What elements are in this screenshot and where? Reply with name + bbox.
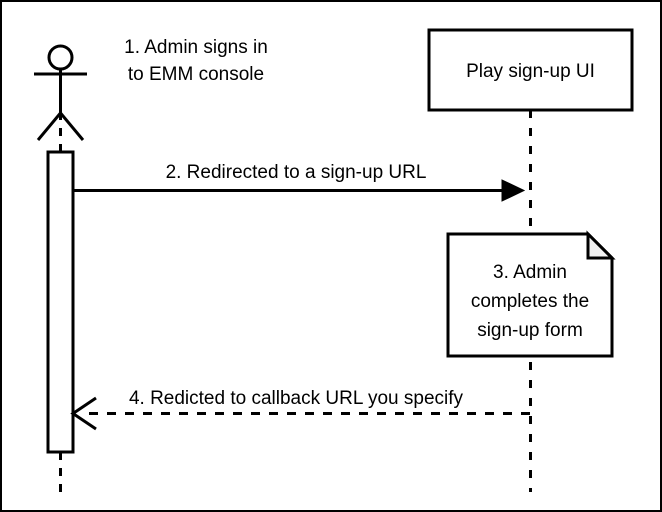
note-admin-completes-form[interactable]: 3. Admin completes the sign-up form bbox=[446, 230, 616, 358]
activation-bar-admin bbox=[46, 150, 75, 454]
participant-box-rect bbox=[427, 28, 634, 112]
note-body-shape bbox=[446, 232, 614, 358]
message-4-label: 4. Redicted to callback URL you specify bbox=[129, 388, 464, 409]
message-2-arrowhead-icon bbox=[501, 179, 526, 202]
note-line-2: completes the bbox=[471, 291, 589, 312]
note-line-3: sign-up form bbox=[477, 320, 583, 341]
note-fold-corner-icon bbox=[586, 230, 616, 260]
participant-box-play-signup-ui[interactable]: Play sign-up UI bbox=[427, 28, 634, 112]
step1-label-line2: to EMM console bbox=[128, 64, 264, 85]
actor-right-leg-icon bbox=[59, 112, 85, 141]
actor-left-leg-icon bbox=[36, 112, 62, 141]
actor-admin[interactable] bbox=[34, 44, 87, 141]
message-2-label: 2. Redirected to a sign-up URL bbox=[166, 162, 427, 183]
message-4-arrowhead-icon bbox=[70, 396, 97, 431]
step1-label-line1: 1. Admin signs in bbox=[124, 37, 268, 58]
participant-box-label: Play sign-up UI bbox=[466, 61, 595, 82]
note-line-1: 3. Admin bbox=[493, 262, 567, 283]
